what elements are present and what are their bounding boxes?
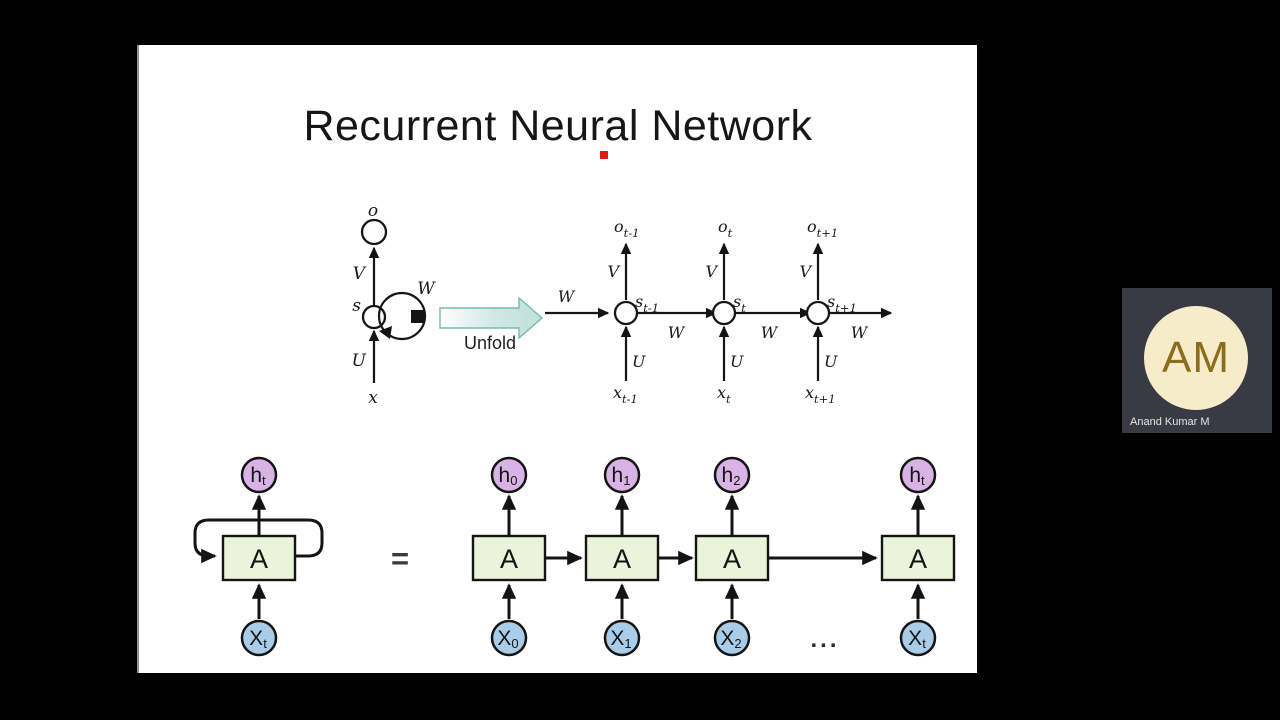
unrolled-unit-2: h2 A X2 bbox=[694, 456, 770, 657]
loop-arrowhead bbox=[379, 326, 392, 339]
output-label: ot+1 bbox=[807, 217, 838, 240]
u-weight-label: U bbox=[352, 351, 367, 371]
hidden-output-label: ht bbox=[909, 464, 925, 488]
folded-rnn-diagram: o V s W U x bbox=[352, 201, 437, 408]
hidden-output-label: h0 bbox=[499, 464, 518, 488]
input-label: xt+1 bbox=[805, 383, 836, 406]
cell-label: A bbox=[250, 544, 268, 574]
unrolled-unit-0: h0 A X0 bbox=[471, 456, 547, 657]
state-node bbox=[711, 300, 737, 326]
recurrence-loop bbox=[377, 291, 427, 341]
output-label: ot-1 bbox=[614, 217, 639, 240]
input-node bbox=[603, 619, 641, 657]
state-label: st-1 bbox=[635, 292, 659, 315]
cell-label: A bbox=[909, 544, 927, 574]
hidden-output-node bbox=[240, 456, 278, 494]
unfolded-column-t: ot V st U xt W bbox=[705, 217, 812, 406]
state-node bbox=[613, 300, 639, 326]
hidden-output-node bbox=[603, 456, 641, 494]
input-label: xt bbox=[717, 383, 731, 406]
participant-avatar: AM bbox=[1144, 306, 1248, 410]
w-in-label: W bbox=[558, 287, 576, 306]
slide-title: Recurrent Neural Network bbox=[303, 102, 813, 150]
laser-pointer-dot bbox=[600, 151, 608, 159]
loop-delay-square bbox=[411, 310, 424, 323]
hidden-output-node bbox=[713, 456, 751, 494]
input-label: X0 bbox=[497, 627, 518, 651]
input-label: X1 bbox=[610, 627, 631, 651]
rnn-diagrams: o V s W U x Unfold bbox=[193, 201, 956, 657]
unfold-arrow: Unfold bbox=[439, 296, 544, 353]
unfolded-column-t+1: ot+1 V st+1 U xt+1 W bbox=[799, 217, 893, 406]
v-weight-label: V bbox=[799, 262, 812, 281]
state-label: st bbox=[733, 292, 746, 315]
hidden-output-node bbox=[490, 456, 528, 494]
unrolled-unit-t: ht A Xt bbox=[880, 456, 956, 657]
cell-label: A bbox=[723, 544, 741, 574]
unfolded-column-t-1: ot-1 V st-1 U xt-1 W bbox=[607, 217, 718, 406]
output-label: ot bbox=[718, 217, 733, 240]
state-label: s bbox=[352, 296, 361, 316]
unfolded-rnn-diagram: W ot-1 V st-1 U xt-1 W ot bbox=[545, 217, 893, 406]
input-node bbox=[490, 619, 528, 657]
v-weight-label: V bbox=[353, 264, 367, 284]
participant-name: Anand Kumar M bbox=[1130, 416, 1210, 428]
cell-box bbox=[880, 534, 956, 582]
input-label: Xt bbox=[908, 627, 926, 651]
participant-tile[interactable]: AM Anand Kumar M bbox=[1122, 288, 1272, 433]
u-weight-label: U bbox=[632, 352, 646, 371]
input-label: X2 bbox=[720, 627, 741, 651]
v-weight-label: V bbox=[607, 262, 620, 281]
hidden-output-node bbox=[899, 456, 937, 494]
cell-label: A bbox=[500, 544, 518, 574]
input-label: x bbox=[368, 388, 378, 408]
unrolled-rnn-diagram: h0 A X0 h1 A X bbox=[471, 456, 956, 657]
hidden-output-label: h1 bbox=[612, 464, 631, 488]
unrolled-unit-1: h1 A X1 bbox=[584, 456, 660, 657]
rolled-rnn-cell-diagram: ht A Xt bbox=[193, 456, 324, 657]
w-weight-label: W bbox=[417, 279, 436, 299]
w-weight-label: W bbox=[851, 323, 869, 342]
cell-box bbox=[221, 534, 297, 582]
output-label: o bbox=[368, 201, 378, 221]
input-label: xt-1 bbox=[613, 383, 638, 406]
hidden-output-label: ht bbox=[250, 464, 266, 488]
cell-box bbox=[694, 534, 770, 582]
cell-label: A bbox=[613, 544, 631, 574]
cell-box bbox=[471, 534, 547, 582]
v-weight-label: V bbox=[705, 262, 718, 281]
ellipsis: ... bbox=[810, 626, 839, 653]
unfold-label: Unfold bbox=[464, 333, 516, 353]
input-label: Xt bbox=[249, 627, 267, 651]
input-node bbox=[240, 619, 278, 657]
equals-sign: = bbox=[391, 541, 409, 576]
u-weight-label: U bbox=[824, 352, 838, 371]
u-weight-label: U bbox=[730, 352, 744, 371]
state-node bbox=[805, 300, 831, 326]
participant-initials: AM bbox=[1162, 333, 1230, 382]
cell-box bbox=[584, 534, 660, 582]
unfold-arrow-shape bbox=[439, 296, 544, 340]
input-node bbox=[899, 619, 937, 657]
presentation-slide: Recurrent Neural Network o V bbox=[139, 45, 977, 673]
input-node bbox=[713, 619, 751, 657]
w-weight-label: W bbox=[761, 323, 779, 342]
recurrence-loop bbox=[193, 518, 324, 564]
w-weight-label: W bbox=[668, 323, 686, 342]
output-node bbox=[360, 218, 388, 246]
state-label: st+1 bbox=[827, 292, 857, 315]
hidden-output-label: h2 bbox=[722, 464, 741, 488]
